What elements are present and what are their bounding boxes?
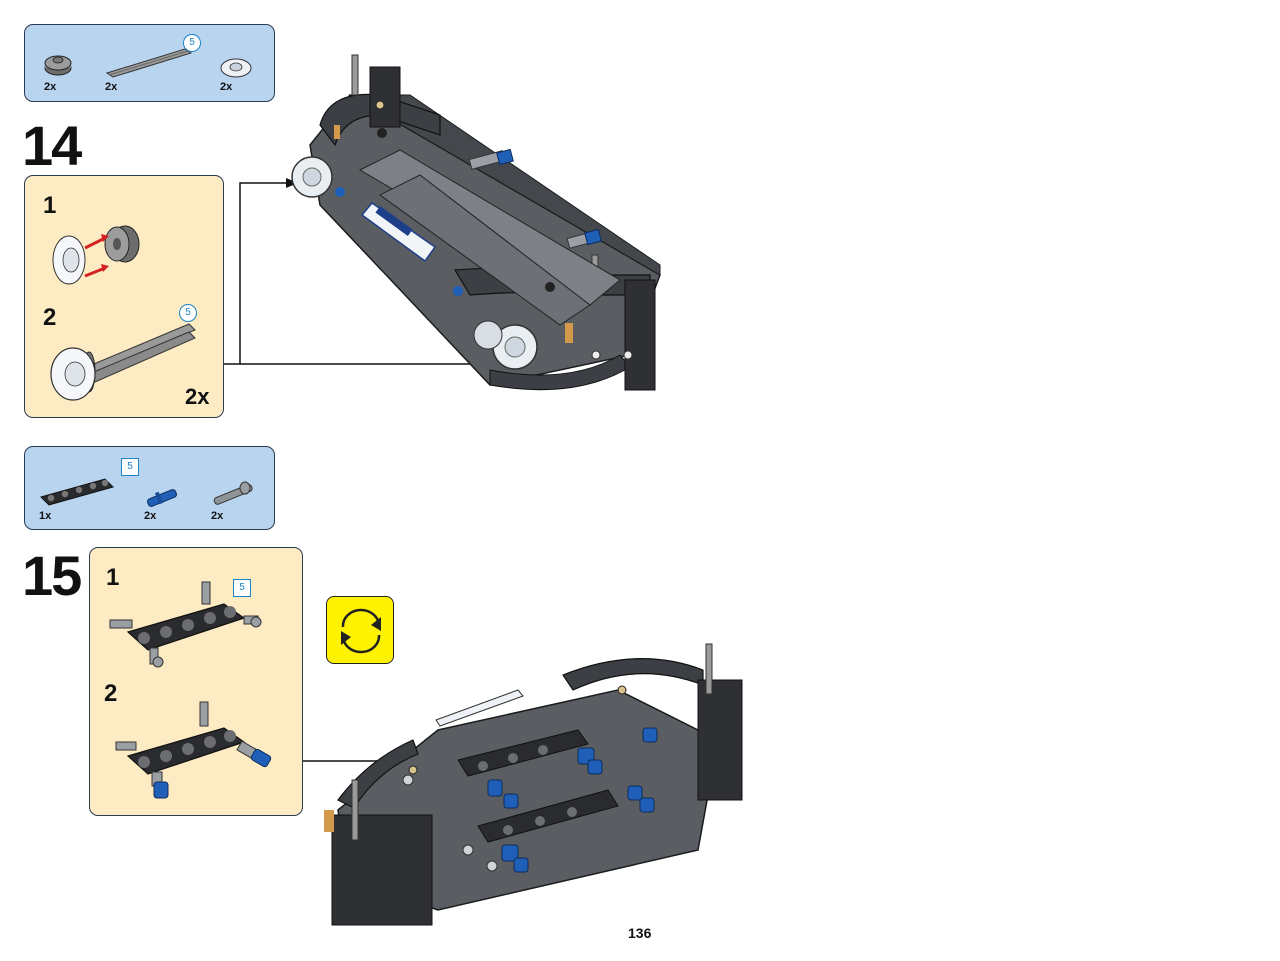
part-qty: 2x xyxy=(220,81,233,93)
step-number: 15 xyxy=(22,544,82,607)
length-badge: 5 xyxy=(233,579,251,597)
parts-list-panel-1: 2x 5 2x 2x xyxy=(24,24,275,102)
substep-number: 2 xyxy=(104,680,118,707)
step-number: 14 xyxy=(22,114,82,177)
quantity-multiplier: 2x xyxy=(185,384,210,409)
part-qty: 2x xyxy=(44,81,57,93)
liftarm-icon xyxy=(40,478,114,506)
part-qty: 1x xyxy=(39,510,52,522)
length-badge: 5 xyxy=(121,458,139,476)
dish-icon xyxy=(220,58,252,78)
blue-pin-icon xyxy=(146,489,178,507)
liftarm-with-pins-icon xyxy=(115,701,272,799)
grey-pin-icon xyxy=(213,481,253,505)
axle-icon xyxy=(105,48,193,78)
dish-on-axle-icon xyxy=(50,323,196,401)
sub-assembly-panel-15: 1 5 2 xyxy=(89,547,303,816)
substep-number: 1 xyxy=(106,564,120,591)
page-number: 136 xyxy=(628,925,652,941)
rotate-model-indicator xyxy=(326,596,394,664)
part-qty: 2x xyxy=(211,510,224,522)
substep-number: 1 xyxy=(43,192,57,219)
substep-number: 2 xyxy=(43,304,57,331)
chassis-model-14 xyxy=(291,54,661,391)
sub-assembly-panel-14: 1 2 5 2x xyxy=(24,175,224,418)
dish-and-plate-icon xyxy=(52,225,140,285)
chassis-model-15 xyxy=(324,643,743,926)
part-qty: 2x xyxy=(144,510,157,522)
parts-list-panel-2: 5 1x 2x 2x xyxy=(24,446,275,530)
round-plate-icon xyxy=(44,55,72,76)
length-badge: 5 xyxy=(183,34,201,52)
liftarm-with-axles-icon xyxy=(109,581,262,668)
rotate-arrows-icon xyxy=(341,608,381,654)
part-qty: 2x xyxy=(105,81,118,93)
length-badge: 5 xyxy=(179,304,197,322)
